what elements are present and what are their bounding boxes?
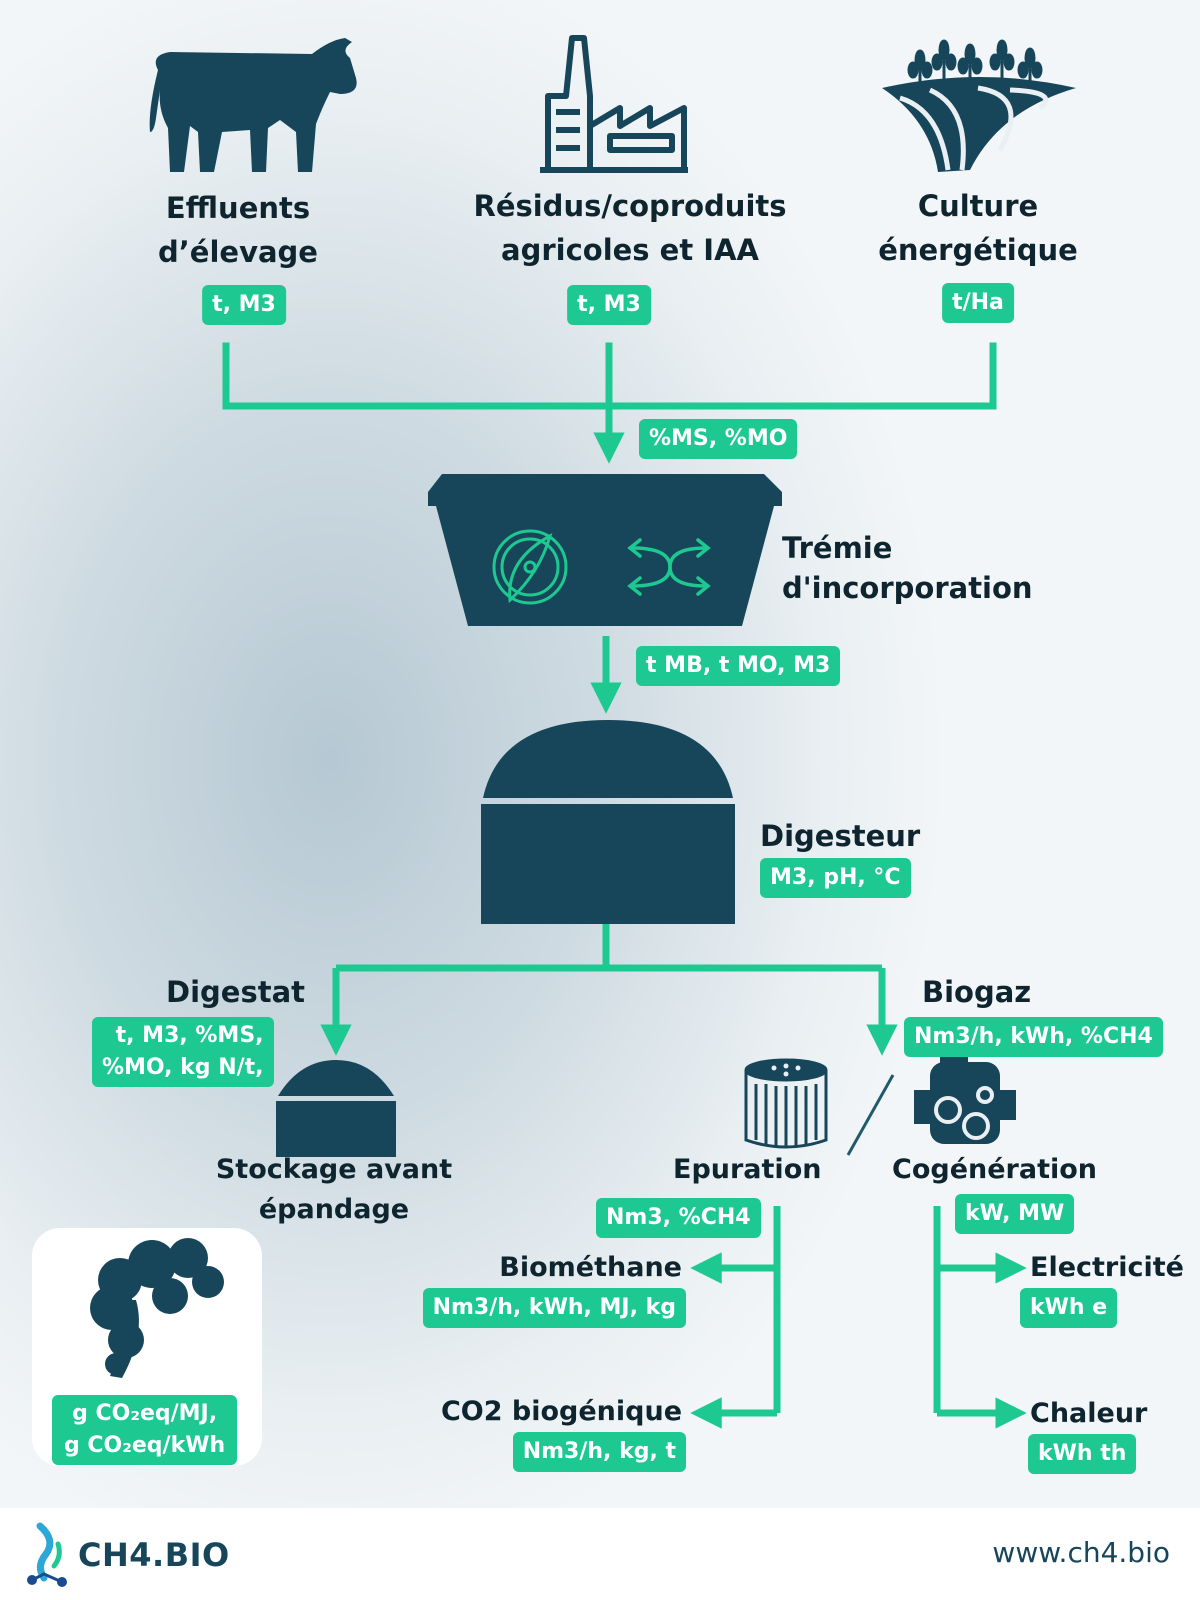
emissions-unit-line2: g CO₂eq/kWh bbox=[64, 1433, 226, 1458]
biogenic-co2-label: CO2 biogénique bbox=[440, 1396, 682, 1427]
source-title-line1: Résidus/coproduits bbox=[473, 189, 787, 223]
factory-icon bbox=[540, 35, 688, 173]
emissions-unit: g CO₂eq/MJ, g CO₂eq/kWh bbox=[52, 1395, 238, 1465]
heat-unit: kWh th bbox=[1028, 1434, 1137, 1474]
digester-icon bbox=[481, 720, 735, 924]
source-title-line2: agricoles et IAA bbox=[501, 233, 759, 267]
source-unit-culture: t/Ha bbox=[942, 283, 1014, 323]
storage-label: Stockage avant épandage bbox=[216, 1150, 452, 1230]
hopper-output-unit: t MB, t MO, M3 bbox=[636, 646, 841, 686]
brand-name: CH4.BIO bbox=[78, 1536, 230, 1574]
shuffle-icon bbox=[627, 538, 711, 596]
biomethane-unit: Nm3/h, kWh, MJ, kg bbox=[422, 1288, 686, 1328]
source-title-line2: d’élevage bbox=[158, 235, 318, 269]
source-label-culture: Culture énergétique bbox=[878, 184, 1078, 272]
digestate-unit: t, M3, %MS, %MO, kg N/t, bbox=[92, 1017, 274, 1087]
biomethane-label: Biométhane bbox=[499, 1252, 682, 1283]
source-title-line2: énergétique bbox=[878, 233, 1078, 267]
digestate-unit-line2: %MO, kg N/t, bbox=[102, 1055, 264, 1080]
filter-icon bbox=[744, 1058, 828, 1149]
biogas-unit: Nm3/h, kWh, %CH4 bbox=[904, 1017, 1163, 1057]
hopper-icon bbox=[428, 474, 782, 626]
purification-label: Epuration bbox=[673, 1154, 822, 1185]
cow-icon bbox=[149, 38, 357, 172]
hopper-label-line1: Trémie bbox=[782, 531, 893, 565]
source-title-line1: Culture bbox=[917, 189, 1039, 223]
purification-output-lines bbox=[690, 1206, 781, 1429]
electricity-label: Electricité bbox=[1030, 1252, 1184, 1283]
footer: CH4.BIO www.ch4.bio bbox=[0, 1508, 1200, 1600]
crop-field-icon bbox=[882, 39, 1076, 172]
biogenic-co2-unit: Nm3/h, kg, t bbox=[512, 1432, 686, 1472]
ch4-logo-icon bbox=[27, 1522, 67, 1587]
engine-icon bbox=[914, 1054, 1016, 1144]
digestate-unit-line1: t, M3, %MS, bbox=[115, 1023, 264, 1048]
source-label-effluents: Effluents d’élevage bbox=[158, 186, 318, 274]
storage-label-line1: Stockage avant bbox=[215, 1154, 453, 1185]
storage-tank-icon bbox=[276, 1060, 396, 1157]
merge-unit-tag: %MS, %MO bbox=[639, 419, 798, 459]
source-label-residus: Résidus/coproduits agricoles et IAA bbox=[473, 184, 786, 272]
electricity-unit: kWh e bbox=[1020, 1288, 1118, 1328]
digester-unit: M3, pH, °C bbox=[760, 858, 911, 898]
emissions-unit-line1: g CO₂eq/MJ, bbox=[72, 1401, 218, 1426]
grinder-icon bbox=[492, 529, 568, 605]
source-unit-residus: t, M3 bbox=[567, 285, 651, 325]
source-merge-lines bbox=[222, 342, 997, 464]
cogeneration-label: Cogénération bbox=[892, 1154, 1098, 1185]
purification-unit: Nm3, %CH4 bbox=[596, 1198, 761, 1238]
biogas-label: Biogaz bbox=[922, 975, 1032, 1009]
digestate-label: Digestat bbox=[166, 975, 305, 1009]
storage-label-line2: épandage bbox=[258, 1194, 410, 1225]
heat-label: Chaleur bbox=[1030, 1398, 1148, 1429]
digester-label: Digesteur bbox=[760, 819, 921, 853]
digester-split-lines bbox=[320, 924, 898, 1056]
alternative-separator bbox=[846, 1074, 895, 1156]
hopper-label-line2: d'incorporation bbox=[782, 571, 1033, 605]
source-unit-effluents: t, M3 bbox=[202, 285, 286, 325]
cogeneration-unit: kW, MW bbox=[955, 1194, 1075, 1234]
cogeneration-output-lines bbox=[933, 1206, 1027, 1429]
hopper-label: Trémie d'incorporation bbox=[782, 528, 1033, 608]
source-title-line1: Effluents bbox=[165, 191, 311, 225]
website-link[interactable]: www.ch4.bio bbox=[992, 1536, 1170, 1569]
